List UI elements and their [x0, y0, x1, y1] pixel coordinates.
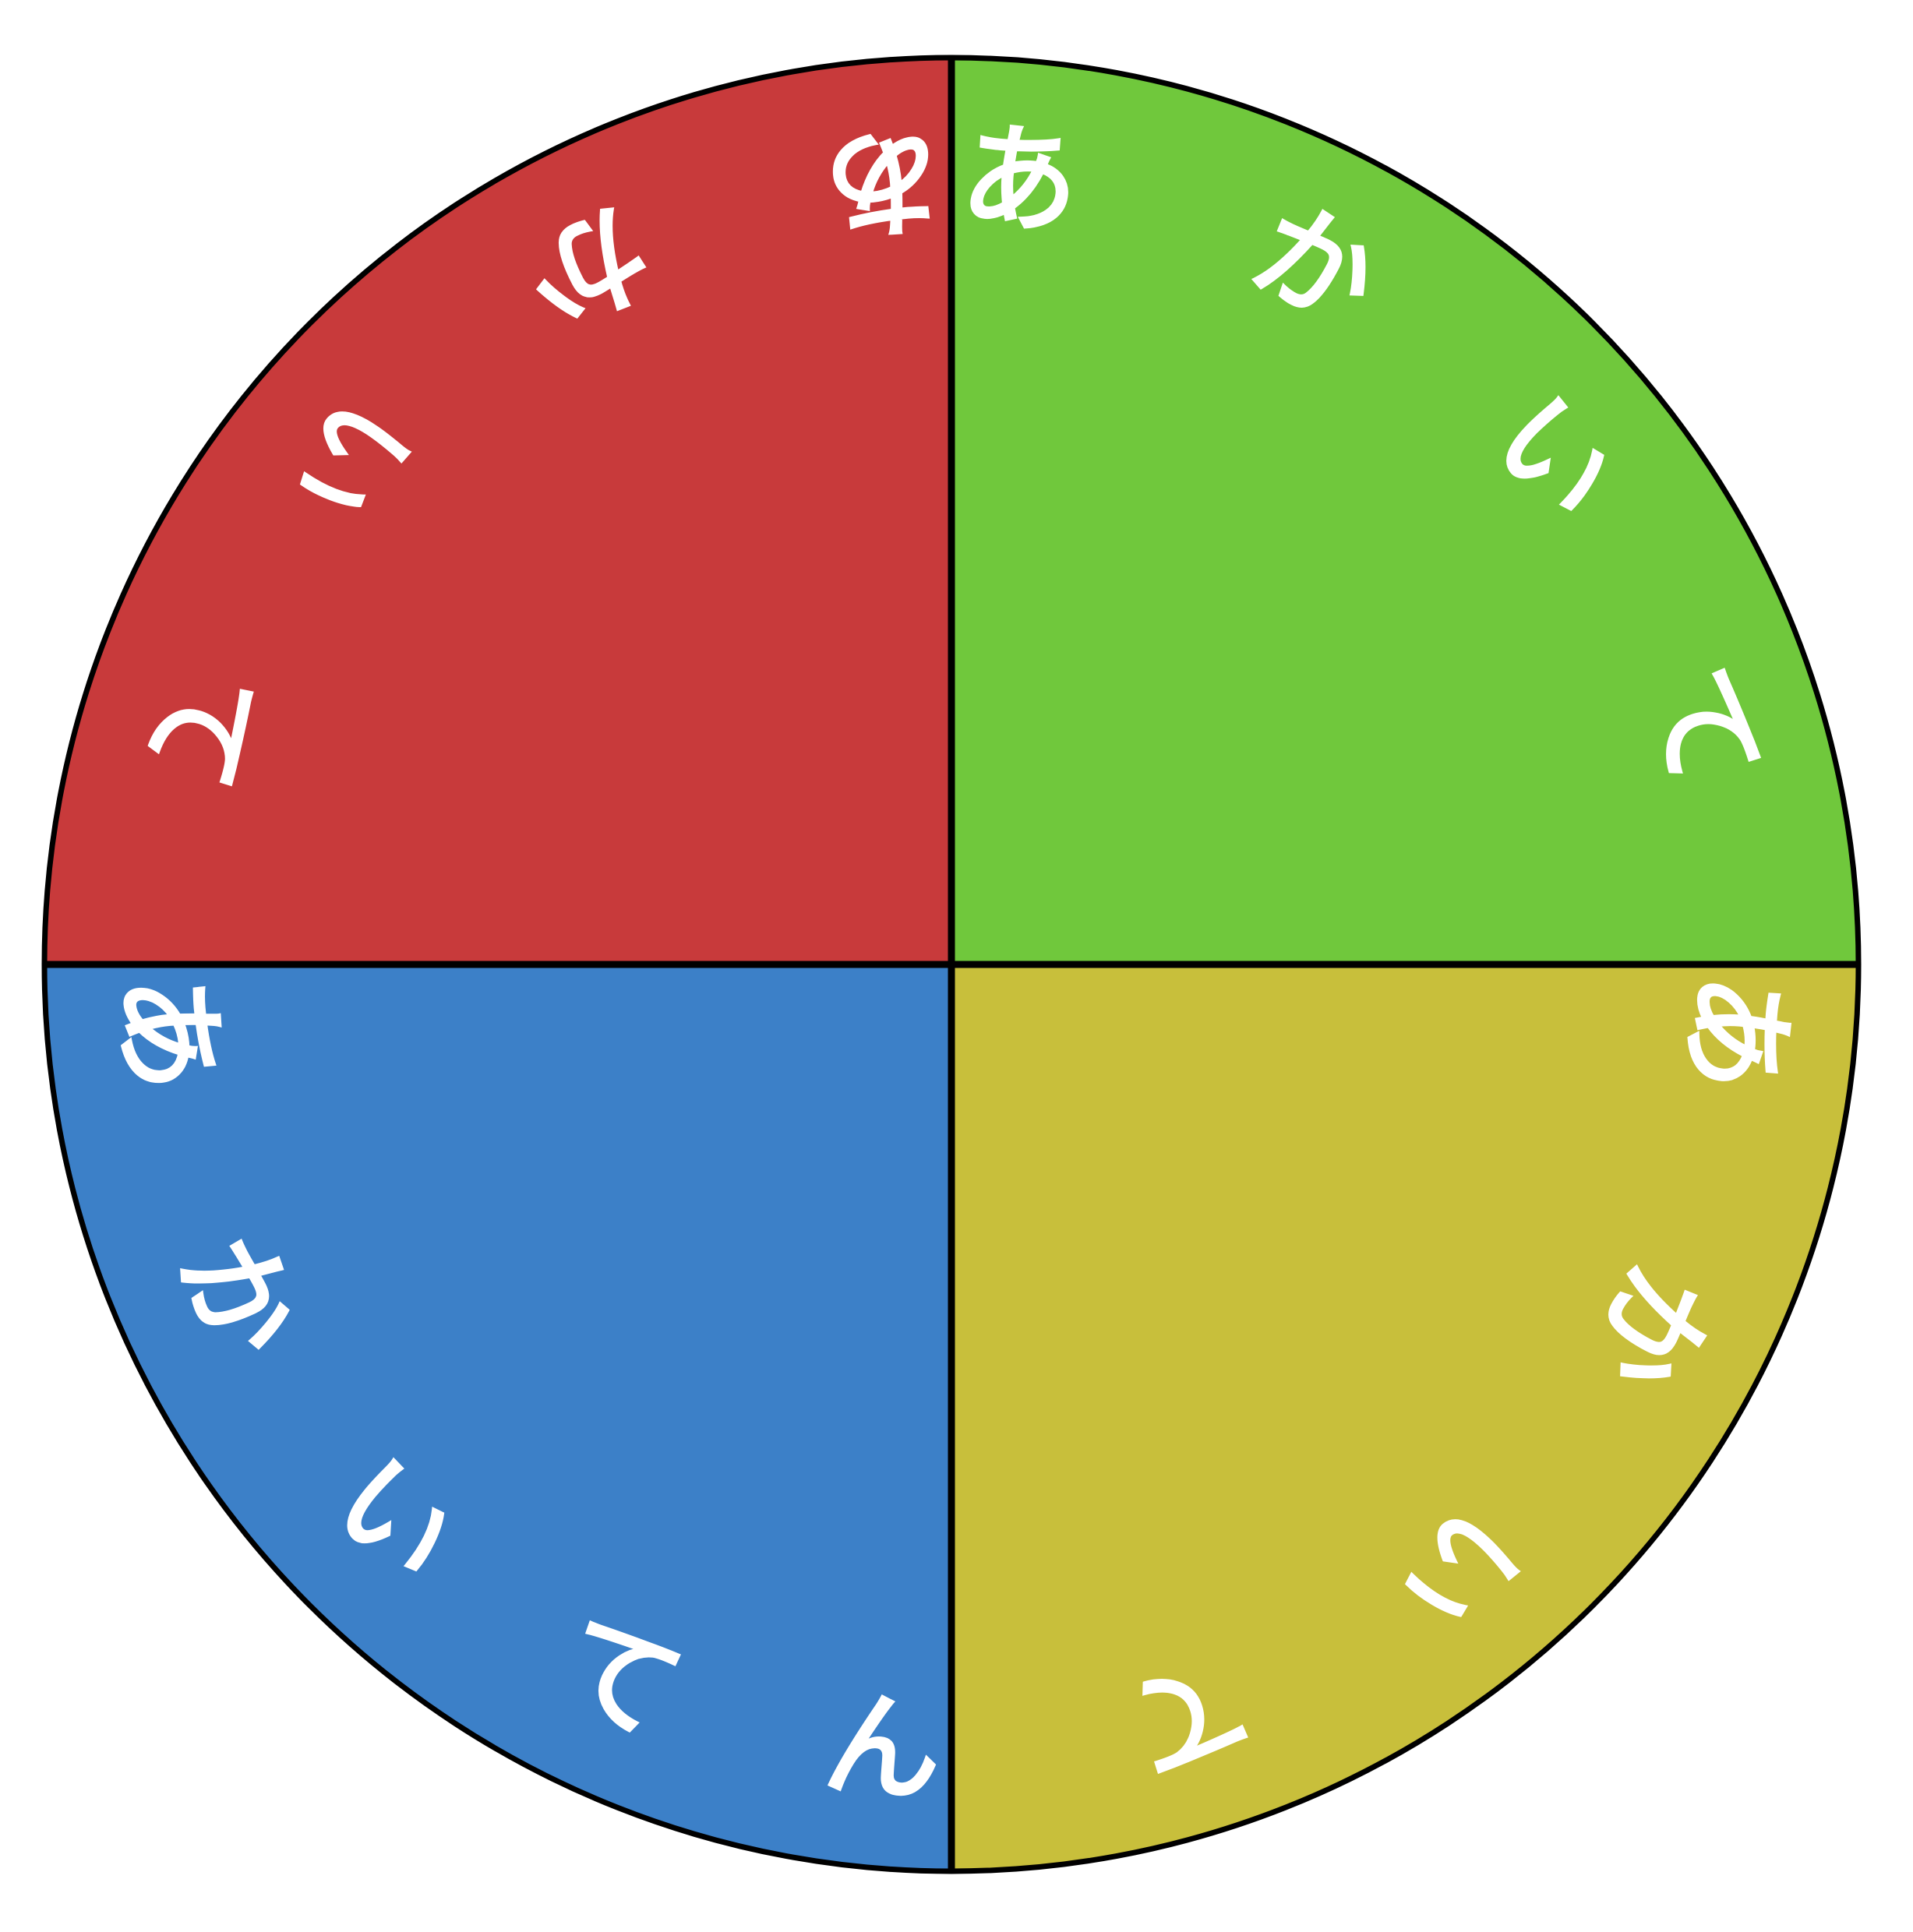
label-bottom-right-char-1: あ: [1663, 969, 1808, 1098]
label-bottom-left-char-1: あ: [95, 969, 240, 1098]
sector-top-left: [44, 58, 951, 964]
label-bottom-left-char-5: ん: [819, 1676, 948, 1821]
sector-top-right: [951, 58, 1858, 964]
sector-bottom-left: [44, 964, 951, 1871]
quadrant-bottom-left: あかいてん: [44, 964, 951, 1871]
label-top-right-char-1: あ: [956, 108, 1085, 253]
sector-bottom-right: [951, 964, 1858, 1871]
wheel-outline: [41, 55, 1862, 1874]
label-top-left-char-1: あ: [819, 108, 948, 253]
